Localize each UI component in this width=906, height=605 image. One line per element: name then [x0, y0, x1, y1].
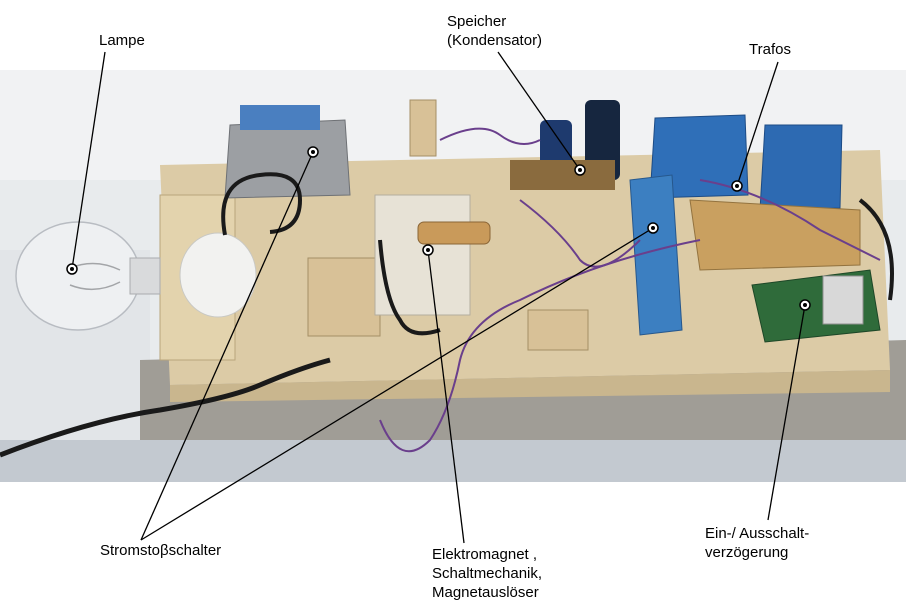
label-elektromagnet-line2: Schaltmechanik,: [432, 564, 542, 583]
dot-lampe-center: [70, 267, 74, 271]
floor-edge: [0, 440, 906, 482]
lamp-socket: [180, 233, 256, 317]
transformer-2: [760, 125, 842, 210]
label-elektromagnet-line3: Magnetauslöser: [432, 583, 542, 602]
dot-speicher-center: [578, 168, 582, 172]
dot-trafos-center: [735, 184, 739, 188]
label-ein-ausschaltverzoegerung: Ein-/ Ausschalt- verzögerung: [705, 524, 809, 562]
label-einaus-line2: verzögerung: [705, 543, 809, 562]
label-elektromagnet-line1: Elektromagnet ,: [432, 545, 542, 564]
dot-einaus-center: [803, 303, 807, 307]
label-trafos: Trafos: [749, 40, 791, 59]
electromagnet: [418, 222, 490, 244]
label-elektromagnet: Elektromagnet , Schaltmechanik, Magnetau…: [432, 545, 542, 602]
bulb-base: [130, 258, 160, 294]
label-lampe: Lampe: [99, 31, 145, 50]
label-speicher: Speicher (Kondensator): [447, 12, 542, 50]
impulse-relay-top: [240, 105, 320, 130]
capacitor-board: [510, 160, 615, 190]
dot-stromstoss-2-center: [651, 226, 655, 230]
perfboard: [690, 200, 860, 270]
photograph: [0, 70, 906, 482]
wood-block-2: [528, 310, 588, 350]
label-speicher-line1: Speicher: [447, 12, 542, 31]
delay-relay: [823, 276, 863, 324]
label-speicher-line2: (Kondensator): [447, 31, 542, 50]
wood-block-1: [308, 258, 380, 336]
dot-elektromagnet-center: [426, 248, 430, 252]
light-bulb: [16, 222, 140, 330]
impulse-relay-body: [225, 120, 350, 198]
wood-post: [410, 100, 436, 156]
label-einaus-line1: Ein-/ Ausschalt-: [705, 524, 809, 543]
dot-stromstoss-1-center: [311, 150, 315, 154]
label-stromstossschalter: Stromstoβschalter: [100, 541, 221, 560]
